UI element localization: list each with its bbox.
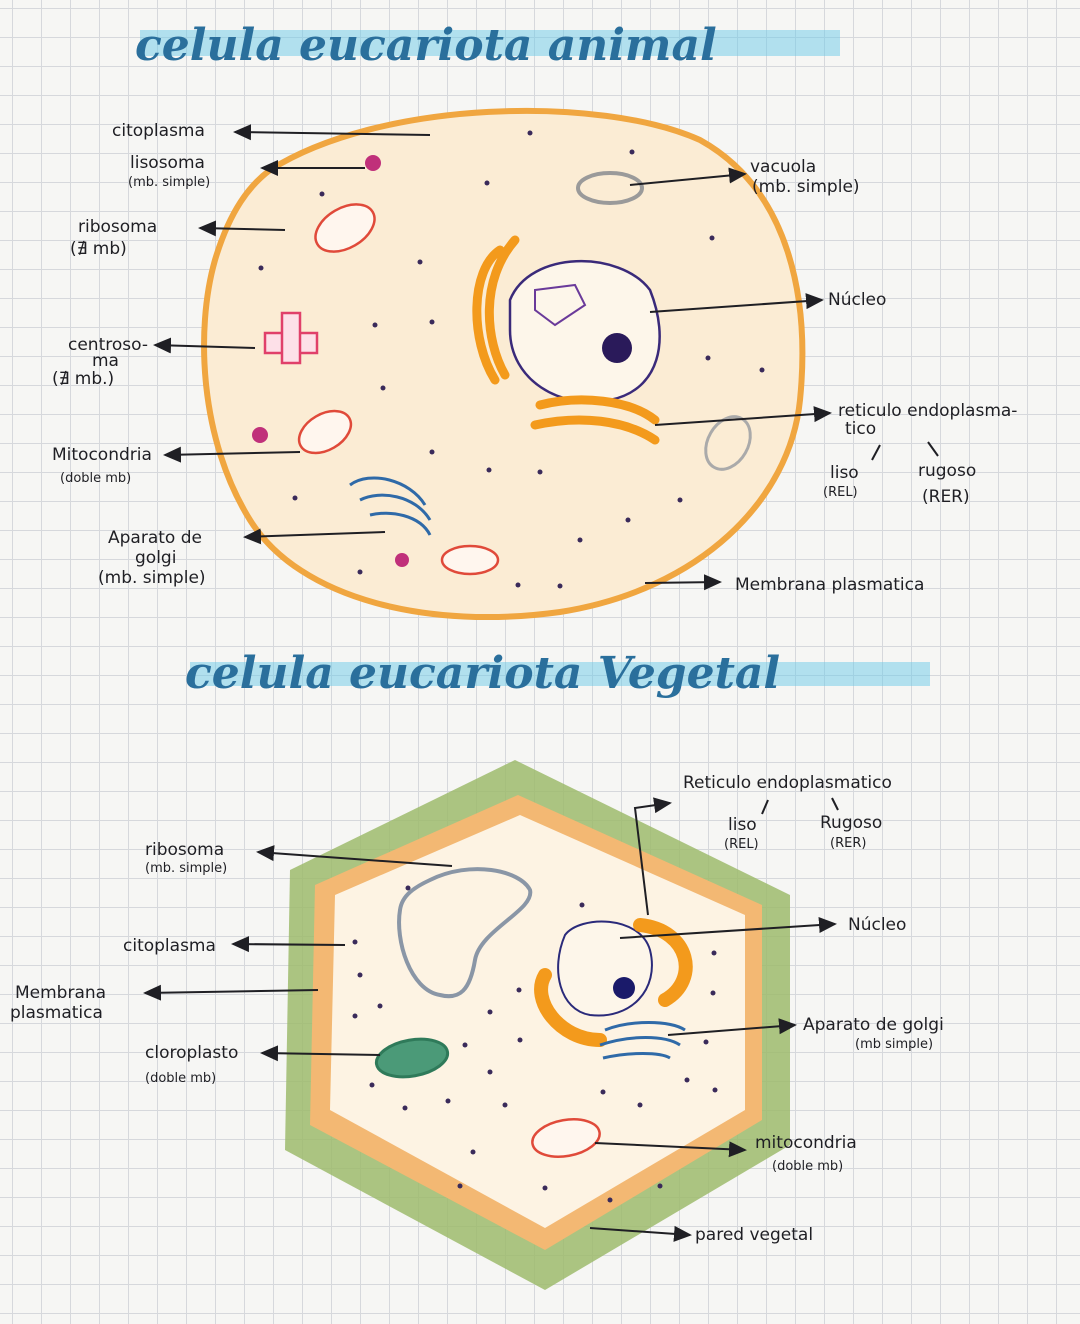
animal-cell: citoplasma lisosoma (mb. simple) ribosom… bbox=[52, 107, 1017, 620]
label-golgi: Aparato de bbox=[108, 528, 202, 548]
label-mitocondria: mitocondria bbox=[755, 1133, 857, 1153]
branch-line bbox=[761, 799, 769, 815]
label-golgi-2: golgi bbox=[135, 548, 176, 568]
branch-line bbox=[927, 441, 939, 457]
chromatin bbox=[534, 283, 587, 327]
rough-er bbox=[472, 235, 660, 445]
label-membrana-2: plasmatica bbox=[10, 1003, 103, 1023]
label-reticulo-2: tico bbox=[845, 419, 876, 439]
centrosome bbox=[263, 311, 319, 365]
title-highlight bbox=[190, 662, 930, 686]
branch-line bbox=[831, 797, 839, 811]
label-pared: pared vegetal bbox=[695, 1225, 813, 1245]
ribosomes bbox=[352, 885, 718, 1203]
vacuole bbox=[576, 171, 644, 205]
label-vacuola: vacuola bbox=[750, 157, 816, 177]
label-lisosoma-note: (mb. simple) bbox=[128, 175, 210, 190]
lysosomes bbox=[252, 155, 409, 567]
label-liso: liso bbox=[830, 463, 859, 483]
animal-title-text: celula eucariota animal bbox=[135, 20, 717, 71]
label-citoplasma: citoplasma bbox=[123, 936, 216, 956]
label-golgi: Aparato de golgi bbox=[803, 1015, 944, 1035]
vegetal-title: celula eucariota Vegetal bbox=[185, 648, 930, 699]
label-liso-note: (REL) bbox=[823, 485, 858, 500]
nucleolus bbox=[613, 977, 635, 999]
vegetal-title-text: celula eucariota Vegetal bbox=[185, 648, 780, 699]
label-centrosoma-2: ma bbox=[92, 351, 119, 371]
label-liso: liso bbox=[728, 815, 757, 835]
label-lisosoma: lisosoma bbox=[130, 153, 205, 173]
label-reticulo: Reticulo endoplasmatico bbox=[683, 773, 892, 793]
label-mitocondria-note: (doble mb) bbox=[772, 1159, 843, 1174]
label-centrosoma: centroso- bbox=[68, 335, 148, 355]
chloroplast bbox=[374, 1037, 450, 1079]
label-membrana: Membrana bbox=[15, 983, 106, 1003]
label-ribosoma-note: (∄ mb) bbox=[70, 239, 127, 259]
label-ribosoma-note: (mb. simple) bbox=[145, 861, 227, 876]
mitochondria bbox=[297, 203, 500, 576]
label-cloroplasto: cloroplasto bbox=[145, 1043, 238, 1063]
label-centrosoma-note: (∄ mb.) bbox=[52, 369, 114, 389]
nucleus bbox=[557, 920, 653, 1017]
label-citoplasma: citoplasma bbox=[112, 121, 205, 141]
ribosomes bbox=[258, 130, 765, 589]
mitochondrion bbox=[531, 1118, 601, 1158]
label-reticulo: reticulo endoplasma- bbox=[838, 401, 1017, 421]
label-golgi-note: (mb. simple) bbox=[98, 568, 206, 588]
rough-er bbox=[534, 918, 693, 1047]
animal-title: celula eucariota animal bbox=[135, 20, 840, 71]
label-liso-note: (REL) bbox=[724, 837, 759, 852]
nucleolus bbox=[602, 333, 632, 363]
golgi-apparatus bbox=[599, 1021, 686, 1060]
label-mitocondria-note: (doble mb) bbox=[60, 471, 131, 486]
nucleus bbox=[508, 260, 661, 404]
title-highlight bbox=[140, 30, 840, 56]
label-membrana: Membrana plasmatica bbox=[735, 575, 924, 595]
label-cloroplasto-note: (doble mb) bbox=[145, 1071, 216, 1086]
label-rugoso-note: (RER) bbox=[830, 836, 866, 851]
label-rugoso-note: (RER) bbox=[922, 487, 970, 507]
label-ribosoma: ribosoma bbox=[145, 840, 224, 860]
label-rugoso: Rugoso bbox=[820, 813, 882, 833]
golgi-apparatus bbox=[349, 476, 432, 536]
label-nucleo: Núcleo bbox=[848, 915, 906, 935]
label-golgi-note: (mb simple) bbox=[855, 1037, 933, 1052]
label-nucleo: Núcleo bbox=[828, 290, 886, 310]
vacuole bbox=[397, 867, 533, 999]
label-vacuola-note: (mb. simple) bbox=[752, 177, 860, 197]
plant-cell: Reticulo endoplasmatico liso (REL) Rugos… bbox=[10, 760, 944, 1290]
label-ribosoma: ribosoma bbox=[78, 217, 157, 237]
plant-leader-lines bbox=[143, 797, 837, 1242]
animal-leader-lines bbox=[153, 124, 832, 591]
label-rugoso: rugoso bbox=[918, 461, 976, 481]
branch-line bbox=[871, 444, 881, 461]
label-mitocondria: Mitocondria bbox=[52, 445, 152, 465]
